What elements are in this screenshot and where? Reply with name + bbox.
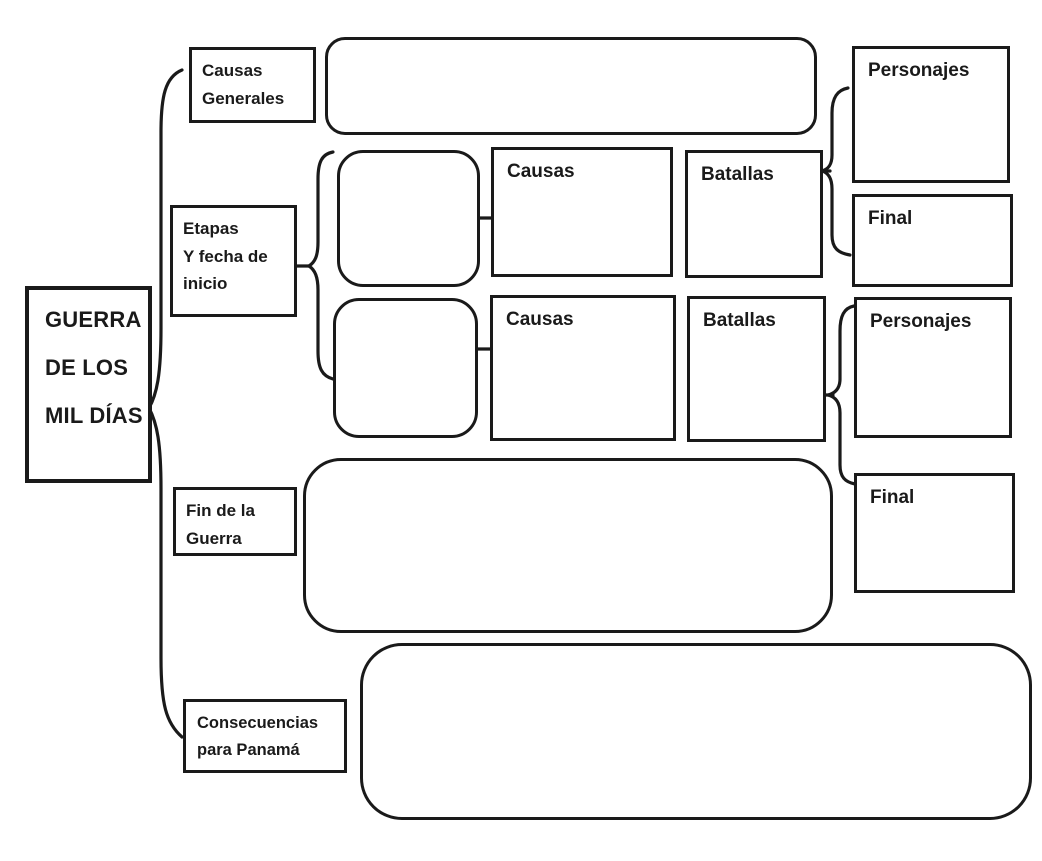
branch-etapas: Etapas Y fecha de inicio xyxy=(170,205,297,317)
stage1-name-box xyxy=(337,150,480,287)
stage2-final-box: Final xyxy=(854,473,1015,593)
branch-causas-generales: Causas Generales xyxy=(189,47,316,123)
stage1-final-box: Final xyxy=(852,194,1013,287)
stage2-right-brace xyxy=(826,304,857,486)
root-brace xyxy=(147,68,184,739)
stage1-personajes-box: Personajes xyxy=(852,46,1010,183)
stage1-causas-box: Causas xyxy=(491,147,673,277)
stage2-batallas-box: Batallas xyxy=(687,296,826,442)
stage1-batallas-box: Batallas xyxy=(685,150,823,278)
stage2-name-box xyxy=(333,298,478,438)
etapas-brace xyxy=(307,150,335,381)
consecuencias-content-box xyxy=(360,643,1032,820)
fin-guerra-content-box xyxy=(303,458,833,633)
stage2-causas-box: Causas xyxy=(490,295,676,441)
stage1-right-brace xyxy=(820,86,852,257)
root-node: GUERRA DE LOS MIL DÍAS xyxy=(25,286,152,483)
stage2-personajes-box: Personajes xyxy=(854,297,1012,438)
branch-fin-guerra: Fin de la Guerra xyxy=(173,487,297,556)
causas-generales-content-box xyxy=(325,37,817,135)
branch-consecuencias: Consecuencias para Panamá xyxy=(183,699,347,773)
